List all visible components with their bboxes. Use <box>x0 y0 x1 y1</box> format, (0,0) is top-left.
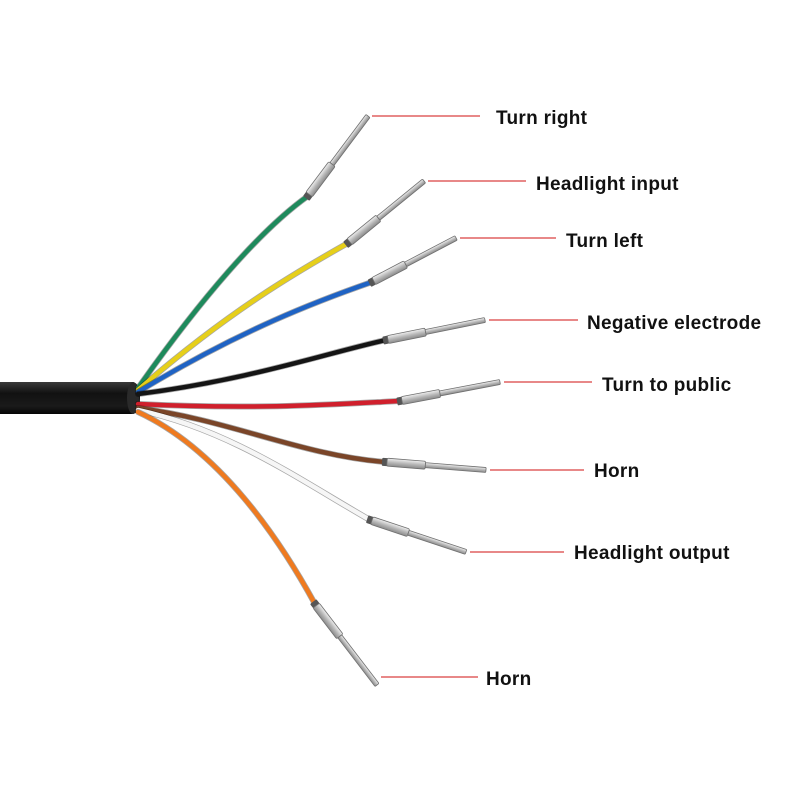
wire-outline-turn-right <box>135 193 311 391</box>
wire-outline-headlight-input <box>135 240 351 393</box>
pin-blade-negative-electrode <box>424 317 486 335</box>
label-turn-to-public: Turn to public <box>602 375 732 396</box>
pin-blade-horn-orange <box>337 634 379 687</box>
label-headlight-input: Headlight input <box>536 174 679 195</box>
pin-headlight-output <box>366 515 467 555</box>
pin-horn-orange <box>310 599 379 687</box>
wires-group <box>135 193 403 607</box>
pin-barrel-horn-brown <box>386 457 426 470</box>
pin-barrel-turn-to-public <box>401 389 441 405</box>
pin-blade-turn-to-public <box>439 379 501 397</box>
pin-blade-headlight-input <box>376 179 426 221</box>
label-turn-left: Turn left <box>566 231 644 252</box>
pin-blade-turn-left <box>404 235 458 267</box>
pin-turn-left <box>367 235 458 287</box>
label-horn-orange: Horn <box>486 669 532 690</box>
pin-barrel-turn-right <box>306 161 335 197</box>
pin-cap-headlight-input <box>343 238 353 248</box>
pin-turn-to-public <box>396 379 501 406</box>
wire-turn-to-public <box>135 398 403 409</box>
pin-cap-horn-orange <box>310 599 320 609</box>
labels-group: Turn right Headlight input Turn left Neg… <box>486 108 761 690</box>
pin-headlight-input <box>343 179 426 248</box>
pin-barrel-negative-electrode <box>387 327 427 344</box>
wire-negative-electrode <box>135 337 389 397</box>
wire-headlight-output <box>135 407 373 523</box>
pin-horn-brown <box>381 457 487 473</box>
label-negative-electrode: Negative electrode <box>587 313 761 334</box>
pins-group <box>303 114 501 687</box>
pin-barrel-horn-orange <box>313 603 343 639</box>
label-horn-brown: Horn <box>594 461 640 482</box>
pin-cap-turn-right <box>303 191 313 201</box>
pin-blade-turn-right <box>329 114 370 166</box>
pin-barrel-headlight-output <box>370 516 410 537</box>
pin-negative-electrode <box>382 317 486 345</box>
wire-horn-brown <box>135 405 388 465</box>
wire-outline-headlight-output <box>135 407 373 523</box>
label-turn-right: Turn right <box>496 108 588 129</box>
wire-turn-left <box>135 279 375 395</box>
leader-lines-group <box>372 115 592 678</box>
wire-turn-right <box>135 193 311 391</box>
pin-blade-headlight-output <box>407 530 467 555</box>
wire-horn-orange <box>135 409 318 607</box>
pin-barrel-turn-left <box>372 260 408 285</box>
pin-blade-horn-brown <box>424 462 487 473</box>
main-cable <box>0 382 140 414</box>
wire-headlight-input <box>135 240 351 393</box>
pin-turn-right <box>303 114 370 201</box>
pin-barrel-headlight-input <box>347 215 381 245</box>
label-headlight-output: Headlight output <box>574 543 730 564</box>
